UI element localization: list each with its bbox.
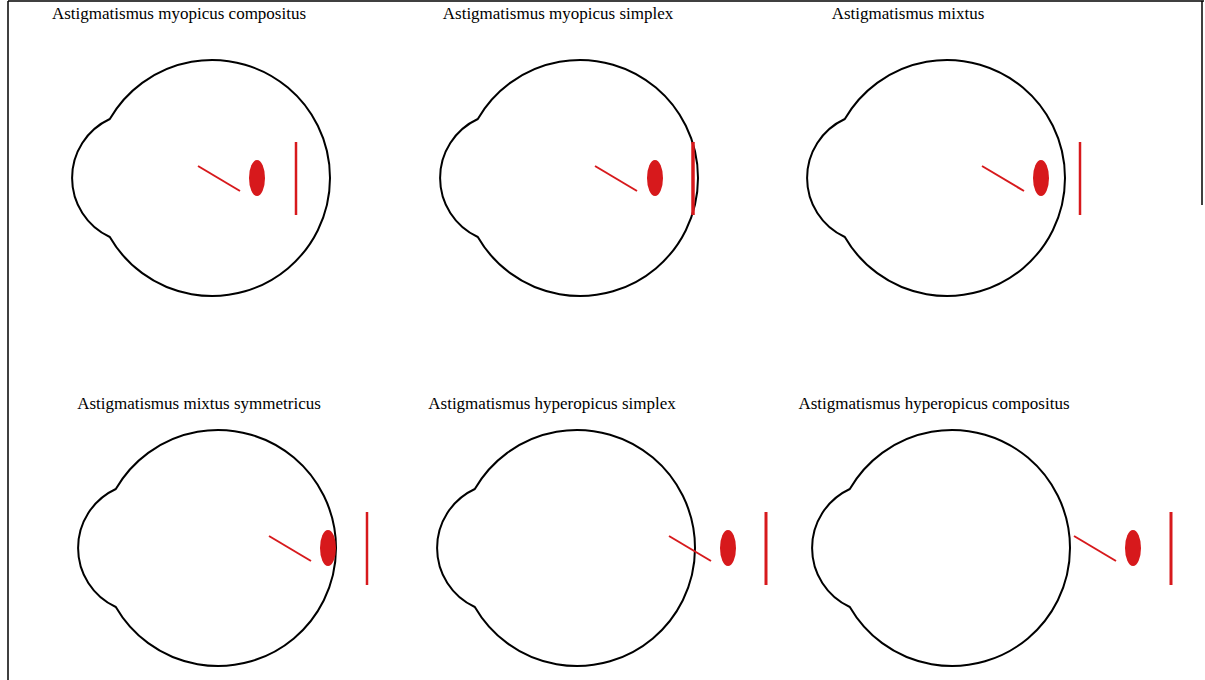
eye-title: Astigmatismus mixtus symmetricus <box>75 394 323 414</box>
eyeball-outline <box>812 430 1070 666</box>
focal-line <box>295 142 298 215</box>
focal-line <box>595 166 637 191</box>
eye-title: Astigmatismus myopicus simplex <box>441 4 675 24</box>
circle-of-least-confusion <box>720 530 736 566</box>
focal-line <box>1074 536 1116 561</box>
eyeball-outline <box>78 430 336 666</box>
eye-title: Astigmatismus hyperopicus simplex <box>426 394 677 414</box>
circle-of-least-confusion <box>1125 530 1141 566</box>
focal-line <box>1079 142 1082 215</box>
eye-title: Astigmatismus myopicus compositus <box>50 4 308 24</box>
circle-of-least-confusion <box>249 160 265 196</box>
eyeball-outline <box>440 60 698 296</box>
focal-line <box>691 142 695 215</box>
focal-line <box>366 512 369 585</box>
focal-line <box>1170 512 1173 585</box>
eye-title: Astigmatismus mixtus <box>830 4 987 24</box>
eye-title: Astigmatismus hyperopicus compositus <box>796 394 1071 414</box>
eyeball-outlines <box>72 60 1070 666</box>
circle-of-least-confusion <box>320 530 336 566</box>
focal-line <box>198 166 240 191</box>
eyeball-outline <box>807 60 1065 296</box>
circle-of-least-confusion <box>647 160 663 196</box>
focal-line <box>669 536 711 561</box>
focal-lines <box>198 142 1171 585</box>
focal-line <box>269 536 311 561</box>
frame <box>8 1 1204 680</box>
focal-line <box>765 512 768 585</box>
focal-line <box>982 166 1024 191</box>
eyeball-outline <box>72 60 330 296</box>
eyeball-outline <box>437 430 695 666</box>
circle-of-least-confusion <box>1033 160 1049 196</box>
